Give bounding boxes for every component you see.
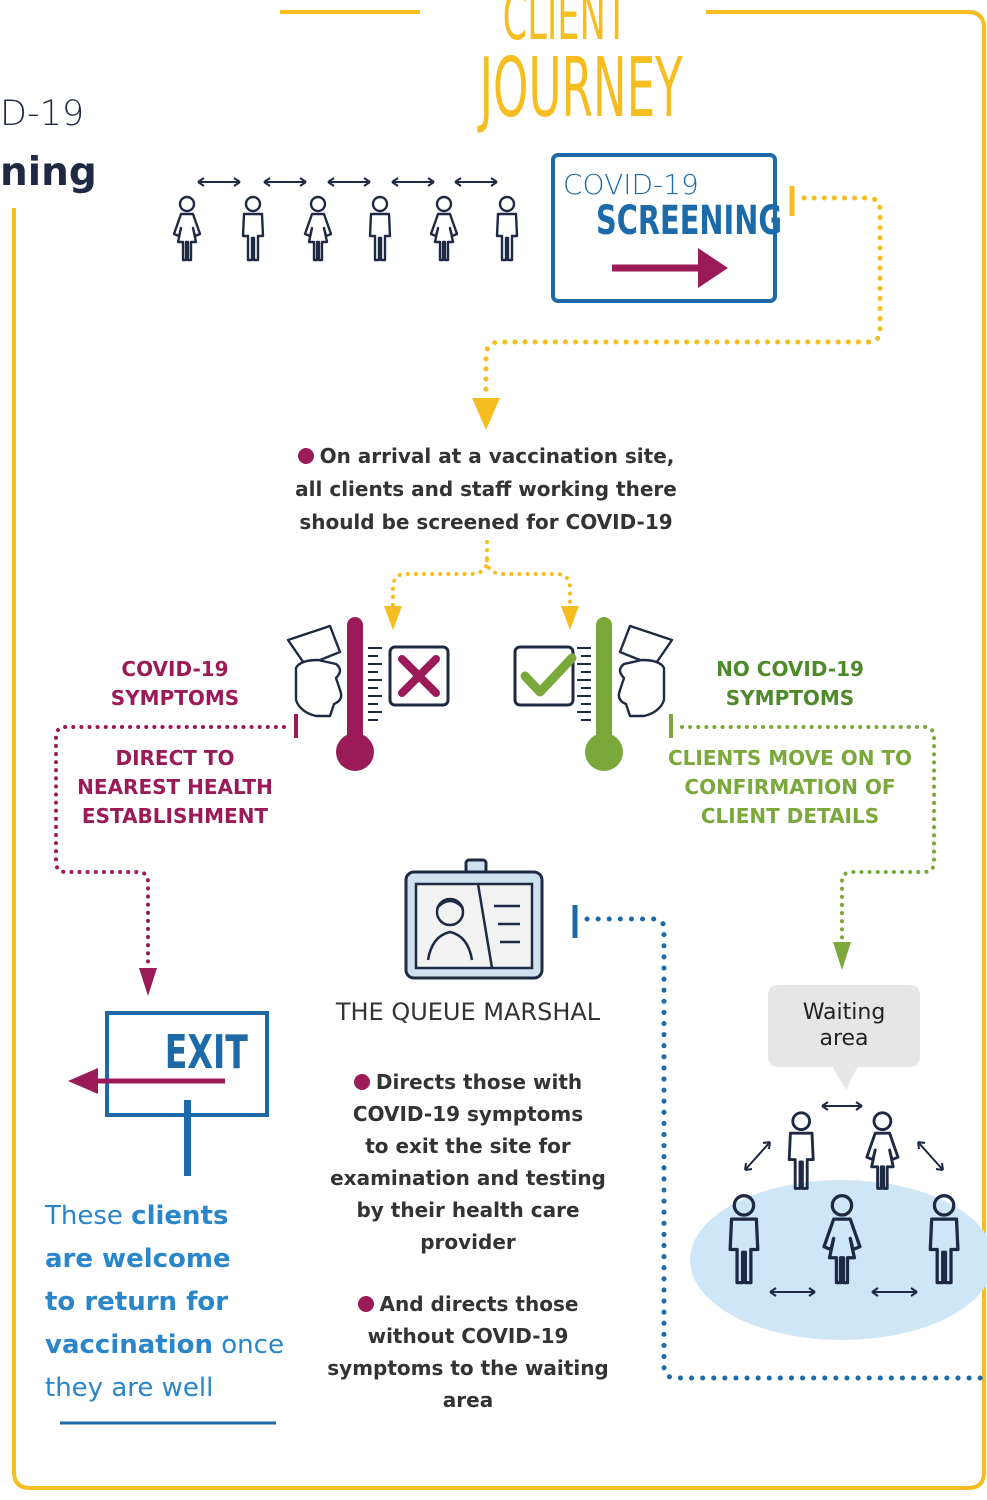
red-connector [54, 714, 298, 996]
welcome-w1: These [45, 1201, 132, 1231]
exit-sign-label: EXIT [164, 1025, 248, 1079]
waiting-area-line1: Waiting [802, 1000, 886, 1025]
symptoms-label: COVID-19 SYMPTOMS [60, 655, 290, 713]
bullet-icon [357, 1296, 374, 1312]
green-connector [669, 714, 936, 970]
exit-sign-icon [68, 1011, 269, 1176]
title-line1: CLIENT [502, 0, 628, 55]
thermometer-green-icon [577, 617, 623, 771]
thermometer-red-icon [336, 617, 382, 771]
arrival-line-1: On arrival at a vaccination site, [319, 444, 675, 468]
check-box-icon [513, 645, 577, 707]
scanner-hand-right-icon [617, 624, 674, 718]
waiting-people [728, 1101, 960, 1297]
arrow-left-branch [384, 606, 402, 630]
marshal-b2-line1: And directs those [379, 1292, 579, 1316]
welcome-w3: are welcome [45, 1244, 231, 1274]
waiting-area-floor [690, 1180, 987, 1340]
no-symptoms-action-line2: CONFIRMATION OF [684, 775, 896, 799]
id-badge-icon [404, 858, 544, 980]
symptoms-label-line1: COVID-19 [121, 657, 229, 681]
no-symptoms-action: CLIENTS MOVE ON TO CONFIRMATION OF CLIEN… [660, 744, 920, 831]
title-line2: JOURNEY [479, 41, 683, 136]
marshal-b1-line6: provider [420, 1230, 516, 1254]
blue-connector [572, 905, 987, 1381]
no-symptoms-label-line1: NO COVID-19 [716, 657, 864, 681]
symptoms-label-line2: SYMPTOMS [110, 686, 240, 710]
welcome-w2: clients [131, 1201, 229, 1231]
symptoms-action: DIRECT TO NEAREST HEALTH ESTABLISHMENT [60, 744, 290, 831]
symptoms-action-line2: NEAREST HEALTH [77, 775, 273, 799]
scanner-hand-left-icon [286, 624, 343, 718]
welcome-w7: they are well [45, 1373, 214, 1403]
marshal-b1-line3: to exit the site for [365, 1134, 571, 1158]
bullet-icon [297, 448, 314, 464]
welcome-text: These clients are welcome to return for … [45, 1195, 295, 1410]
marshal-b1-line4: examination and testing [330, 1166, 606, 1190]
marshal-b2-line4: area [442, 1388, 494, 1412]
marshal-bullet-1: Directs those with COVID-19 symptoms to … [318, 1066, 618, 1258]
screening-sign-box [551, 153, 777, 303]
queue-marshal-heading: THE QUEUE MARSHAL [335, 998, 601, 1026]
waiting-speech-bubble [768, 985, 920, 1090]
arrival-line-2: all clients and staff working there [295, 477, 677, 501]
marshal-b1-line5: by their health care [356, 1198, 580, 1222]
welcome-w4: to return for [45, 1287, 229, 1317]
symptoms-action-line3: ESTABLISHMENT [81, 804, 269, 828]
cutoff-screening-text: ning [0, 150, 97, 195]
screening-sign-line2: SCREENING [596, 198, 782, 244]
no-symptoms-label-line2: SYMPTOMS [725, 686, 855, 710]
bullet-icon [353, 1074, 370, 1090]
no-symptoms-action-line3: CLIENT DETAILS [700, 804, 880, 828]
welcome-w6: once [213, 1330, 284, 1360]
queue-people [172, 177, 519, 262]
symptoms-action-line1: DIRECT TO [115, 746, 235, 770]
waiting-area-label: Waiting area [770, 1000, 918, 1052]
arrow-right-branch [561, 606, 579, 630]
screening-sign-line1: COVID-19 [563, 168, 699, 201]
no-symptoms-label: NO COVID-19 SYMPTOMS [680, 655, 900, 713]
marshal-b2-line3: symptoms to the waiting [327, 1356, 609, 1380]
welcome-w5: vaccination [45, 1330, 213, 1360]
cross-box-icon [388, 645, 450, 707]
marshal-b1-line2: COVID-19 symptoms [352, 1102, 584, 1126]
no-symptoms-action-line1: CLIENTS MOVE ON TO [667, 746, 913, 770]
cutoff-covid-text: D-19 [0, 94, 85, 134]
waiting-area-line2: area [819, 1026, 869, 1051]
branch-connectors [391, 540, 572, 610]
yellow-connector [472, 186, 883, 430]
arrival-line-3: should be screened for COVID-19 [299, 510, 673, 534]
marshal-b2-line2: without COVID-19 [367, 1324, 569, 1348]
frame-border [12, 10, 986, 1490]
arrival-instruction: On arrival at a vaccination site, all cl… [255, 440, 717, 539]
marshal-bullet-2: And directs those without COVID-19 sympt… [318, 1288, 618, 1416]
marshal-b1-line1: Directs those with [375, 1070, 583, 1094]
